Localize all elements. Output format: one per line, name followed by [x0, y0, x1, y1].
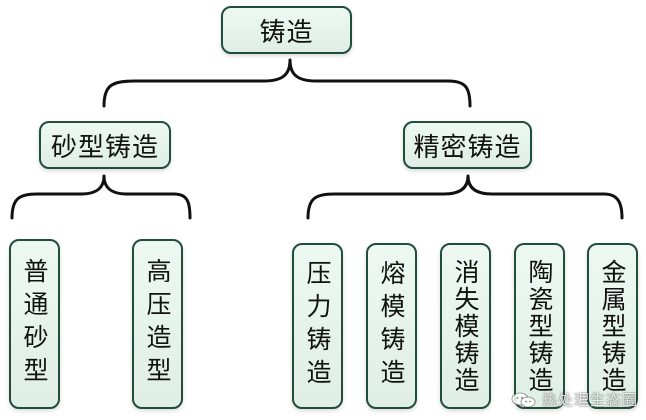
metal-mold-casting-label: 金属型铸造	[598, 258, 627, 394]
metal-mold-casting-node: 金属型铸造	[587, 243, 638, 409]
ordinary-sand-label: 普通砂型	[20, 258, 49, 390]
root-node-casting: 铸造	[221, 6, 352, 54]
sand-bracket	[10, 174, 192, 220]
ordinary-sand-node: 普通砂型	[9, 239, 60, 409]
precision-casting-label: 精密铸造	[413, 132, 522, 163]
lost-foam-casting-node: 消失模铸造	[440, 243, 491, 409]
sand-casting-label: 砂型铸造	[50, 132, 159, 163]
ceramic-mold-casting-label: 陶瓷型铸造	[525, 258, 554, 394]
investment-casting-label: 熔模铸造	[377, 260, 406, 392]
pressure-casting-label: 压力铸造	[303, 260, 332, 392]
pressure-casting-node: 压力铸造	[292, 243, 343, 409]
high-pressure-molding-label: 高压造型	[143, 258, 172, 390]
precision-bracket	[306, 174, 624, 220]
precision-casting-node: 精密铸造	[403, 121, 532, 169]
lost-foam-casting-label: 消失模铸造	[451, 258, 480, 394]
root-node-label: 铸造	[259, 17, 314, 48]
investment-casting-node: 熔模铸造	[366, 243, 417, 409]
high-pressure-molding-node: 高压造型	[132, 239, 183, 409]
sand-casting-node: 砂型铸造	[39, 121, 171, 169]
root-bracket	[102, 58, 472, 108]
ceramic-mold-casting-node: 陶瓷型铸造	[514, 243, 565, 409]
